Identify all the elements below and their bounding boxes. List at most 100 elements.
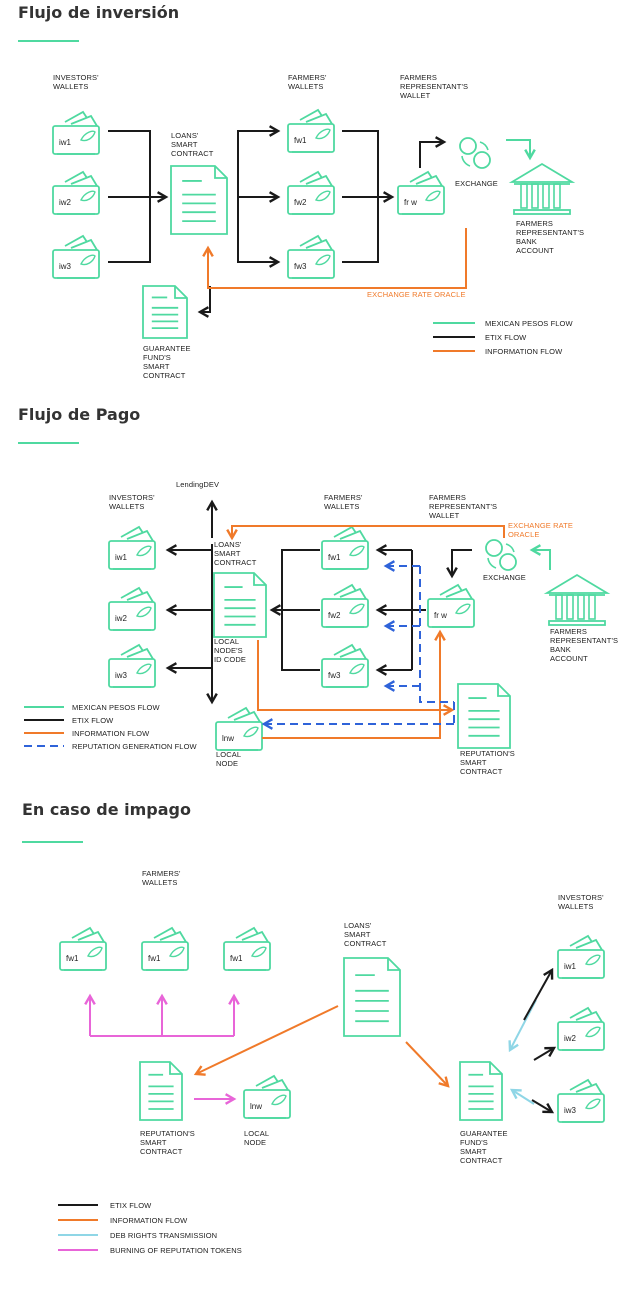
loans-contract-document-icon [170,165,228,235]
wallet-icon [397,170,445,215]
wallet-fw1: fw1 [141,926,189,971]
wallet-code: iw3 [59,262,72,271]
wallet-fw3: fw3 [287,234,335,279]
section-title: Flujo de inversión [18,3,179,22]
wallet-icon [141,926,189,971]
guarantee-fund-document-icon [142,285,188,339]
section-investment-flow: Flujo de inversión INVESTORS'WALLETS LOA… [18,3,584,380]
exchange-icon-shape [459,137,491,169]
legend-item: INFORMATION FLOW [72,729,150,738]
wallet-fw1: fw1 [223,926,271,971]
wallet-code: fw3 [294,262,307,271]
wallet-code: fw2 [328,611,341,620]
wallet-icon [108,586,156,631]
farmers-wallets-label: FARMERS'WALLETS [142,869,181,887]
wallet-iw3: iw3 [52,234,100,279]
farmers-wallets-label: FARMERS'WALLETS [288,73,327,91]
exchange-label: EXCHANGE [483,573,526,582]
wallet-icon [321,583,369,628]
wallet-fw1: fw1 [321,525,369,570]
burning-flow-lines [84,993,240,1105]
wallet-icon [243,1074,291,1119]
wallet-icon [321,525,369,570]
wallet-icon [427,583,475,628]
wallet-code: lnw [222,734,234,743]
wallet-fw3: fw3 [321,643,369,688]
section-title: Flujo de Pago [18,405,140,424]
wallet-iw1: iw1 [52,110,100,155]
wallet-icon [52,110,100,155]
wallet-code: iw3 [115,671,128,680]
legend: ETIX FLOW INFORMATION FLOW DEB RIGHTS TR… [58,1201,242,1255]
wallet-iw3: iw3 [557,1078,605,1123]
wallet-code: iw1 [115,553,128,562]
wallet-code: fw1 [148,954,161,963]
wallet-lnw: lnw [243,1074,291,1119]
wallet-fw1: fw1 [287,108,335,153]
pesos-flow-line [506,139,536,161]
etix-flow-lines [168,499,472,705]
wallet-code: iw2 [564,1034,577,1043]
oracle-info-line [202,228,467,289]
wallet-iw2: iw2 [52,170,100,215]
wallet-icon [557,934,605,979]
bank-icon-shape [543,573,611,626]
lendingdev-label: LendingDEV [176,480,219,489]
document-icon [142,285,188,339]
deb-rights-lines [508,999,537,1105]
wallet-code: fw1 [328,553,341,562]
exchange-label: EXCHANGE [455,179,498,188]
wallet-frw: fr w [397,170,445,215]
wallet-fw2: fw2 [321,583,369,628]
wallet-icon [321,643,369,688]
wallet-icon [215,706,263,751]
legend-item: BURNING OF REPUTATION TOKENS [110,1246,242,1255]
wallet-code: iw1 [564,962,577,971]
document-icon [139,1061,183,1121]
bank-icon [508,162,576,215]
wallet-icon [59,926,107,971]
wallet-icon [557,1006,605,1051]
wallet-icon [287,108,335,153]
bank-icon-shape [508,162,576,215]
wallet-iw3: iw3 [108,643,156,688]
wallet-code: iw3 [564,1106,577,1115]
wallet-code: fw1 [294,136,307,145]
loans-contract-document-icon [343,957,401,1037]
wallet-code: fw1 [66,954,79,963]
wallet-fw1: fw1 [59,926,107,971]
wallet-icon [52,234,100,279]
exchange-icon-shape [485,539,517,571]
legend-item: ETIX FLOW [72,716,114,725]
wallet-code: fr w [434,611,447,620]
wallet-code: fw1 [230,954,243,963]
investors-wallets-label: INVESTORS'WALLETS [109,493,155,511]
section-payment-flow: Flujo de Pago LendingDEV INVESTORS'WALLE… [18,405,618,776]
wallet-icon [287,170,335,215]
legend-item: MEXICAN PESOS FLOW [72,703,160,712]
document-icon [213,572,267,638]
wallet-code: fr w [404,198,417,207]
legend-item: INFORMATION FLOW [485,347,563,356]
information-flow-lines [193,1005,450,1088]
exchange-icon [485,539,517,571]
reputation-contract-document-icon [457,683,511,749]
wallet-icon [108,525,156,570]
section-default-case: En caso de impago FARMERS'WALLETS LOANS'… [22,800,605,1255]
farmers-wallets-label: FARMERS'WALLETS [324,493,363,511]
